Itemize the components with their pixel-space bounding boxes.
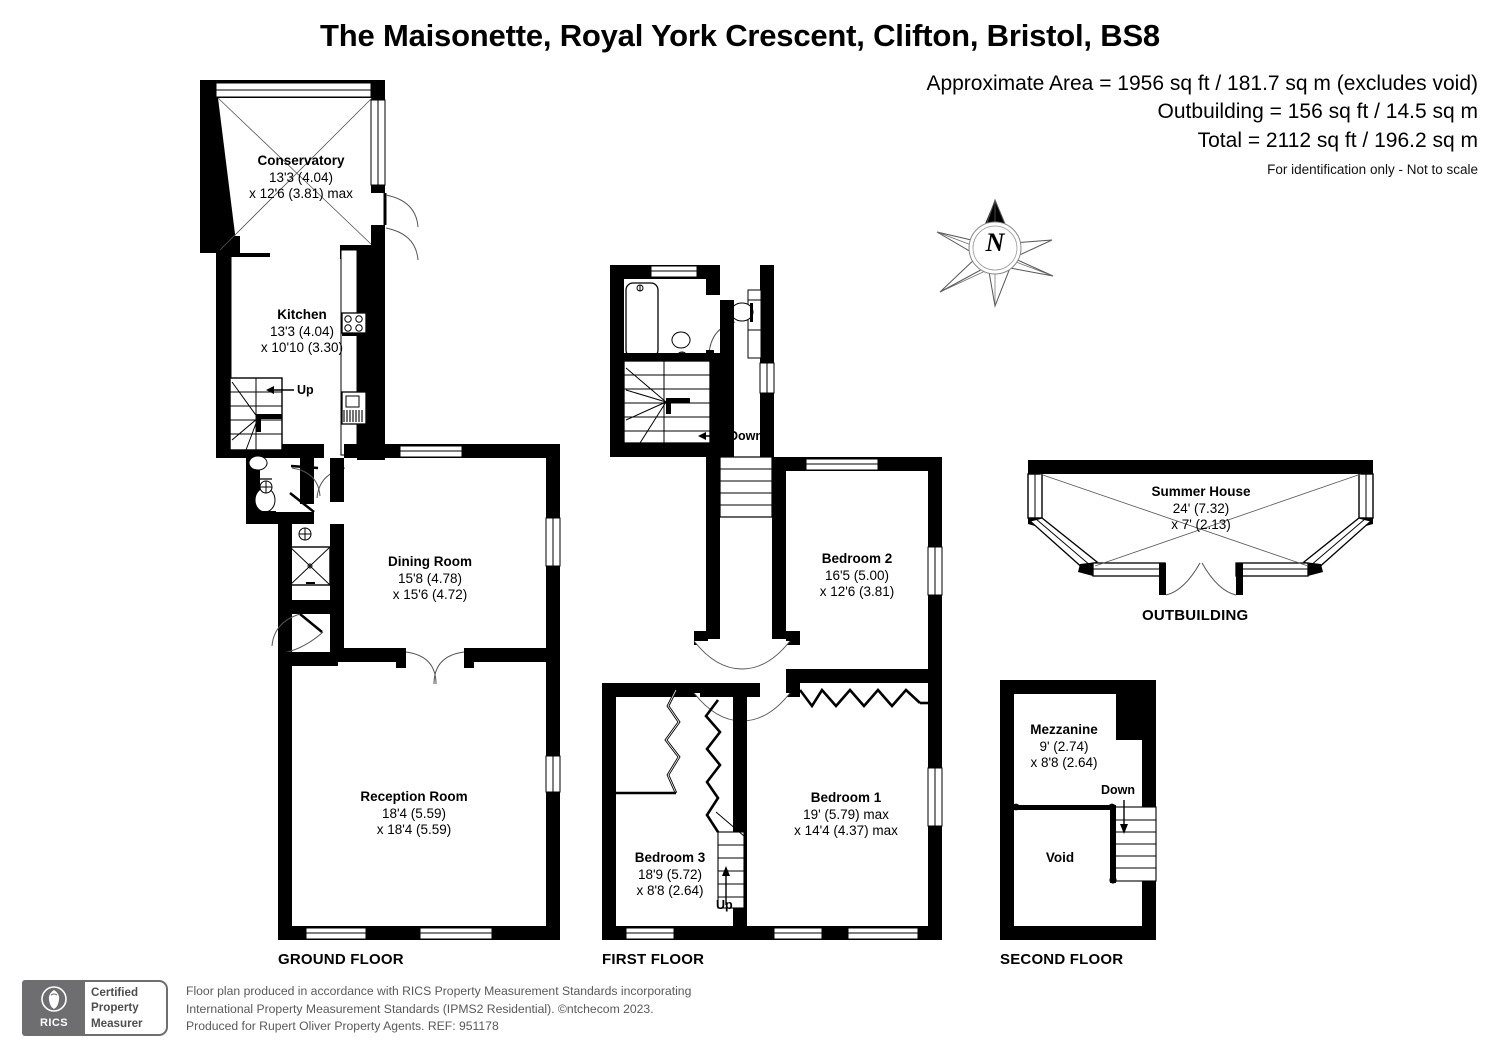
area-summary: Approximate Area = 1956 sq ft / 181.7 sq… (718, 70, 1478, 179)
floor-label-second: SECOND FLOOR (1000, 951, 1124, 968)
room-label-void: Void (1045, 850, 1075, 865)
footer-disclaimer: Floor plan produced in accordance with R… (186, 983, 886, 1036)
page-title: The Maisonette, Royal York Crescent, Cli… (320, 18, 1160, 53)
room-label-conservatory: Conservatory 13'3 (4.04) x 12'6 (3.81) m… (249, 153, 353, 202)
room-label-bedroom-3: Bedroom 3 18'9 (5.72) x 8'8 (2.64) (634, 850, 706, 899)
rics-wordmark: RICS (40, 1017, 68, 1029)
room-label-bedroom-1: Bedroom 1 19' (5.79) max x 14'4 (4.37) m… (794, 790, 898, 839)
total-area-text: Total = 2112 sq ft / 196.2 sq m (1197, 128, 1478, 152)
stair-direction-down-second: Down (1101, 783, 1136, 797)
rics-badge-text: Certified Property Measurer (91, 986, 143, 1030)
approx-area-text: Approximate Area = 1956 sq ft / 181.7 sq… (926, 72, 1478, 95)
room-label-summer-house: Summer House 24' (7.32) x 7' (2.13) (1151, 484, 1251, 533)
rics-lion-icon (41, 986, 67, 1012)
rics-badge-outline (85, 980, 168, 1036)
stair-direction-up-ground: Up (297, 383, 314, 397)
room-label-reception-room: Reception Room 18'4 (5.59) x 18'4 (5.59) (360, 789, 468, 838)
floor-label-ground: GROUND FLOOR (278, 951, 404, 968)
stair-direction-down-first: Down (729, 429, 764, 443)
room-label-bedroom-2: Bedroom 2 16'5 (5.00) x 12'6 (3.81) (819, 551, 895, 600)
room-label-mezzanine: Mezzanine 9' (2.74) x 8'8 (2.64) (1030, 722, 1098, 771)
footer-line-3: Produced for Rupert Oliver Property Agen… (186, 1019, 499, 1034)
stair-direction-up-first: Up (716, 898, 733, 912)
outbuilding-area-text: Outbuilding = 156 sq ft / 14.5 sq m (1157, 100, 1478, 124)
room-label-kitchen: Kitchen 13'3 (4.04) x 10'10 (3.30) (260, 307, 344, 356)
floor-label-outbuilding: OUTBUILDING (1142, 607, 1249, 624)
floor-label-first: FIRST FLOOR (602, 951, 705, 968)
rics-certified-badge: RICS Certified Property Measurer (22, 980, 168, 1036)
footer-line-2: International Property Measurement Stand… (186, 1001, 654, 1016)
compass-north-label: N (985, 228, 1005, 257)
footer-line-1: Floor plan produced in accordance with R… (186, 984, 692, 998)
scale-disclaimer: For identification only - Not to scale (1267, 162, 1478, 178)
room-label-dining-room: Dining Room 15'8 (4.78) x 15'6 (4.72) (388, 554, 472, 603)
